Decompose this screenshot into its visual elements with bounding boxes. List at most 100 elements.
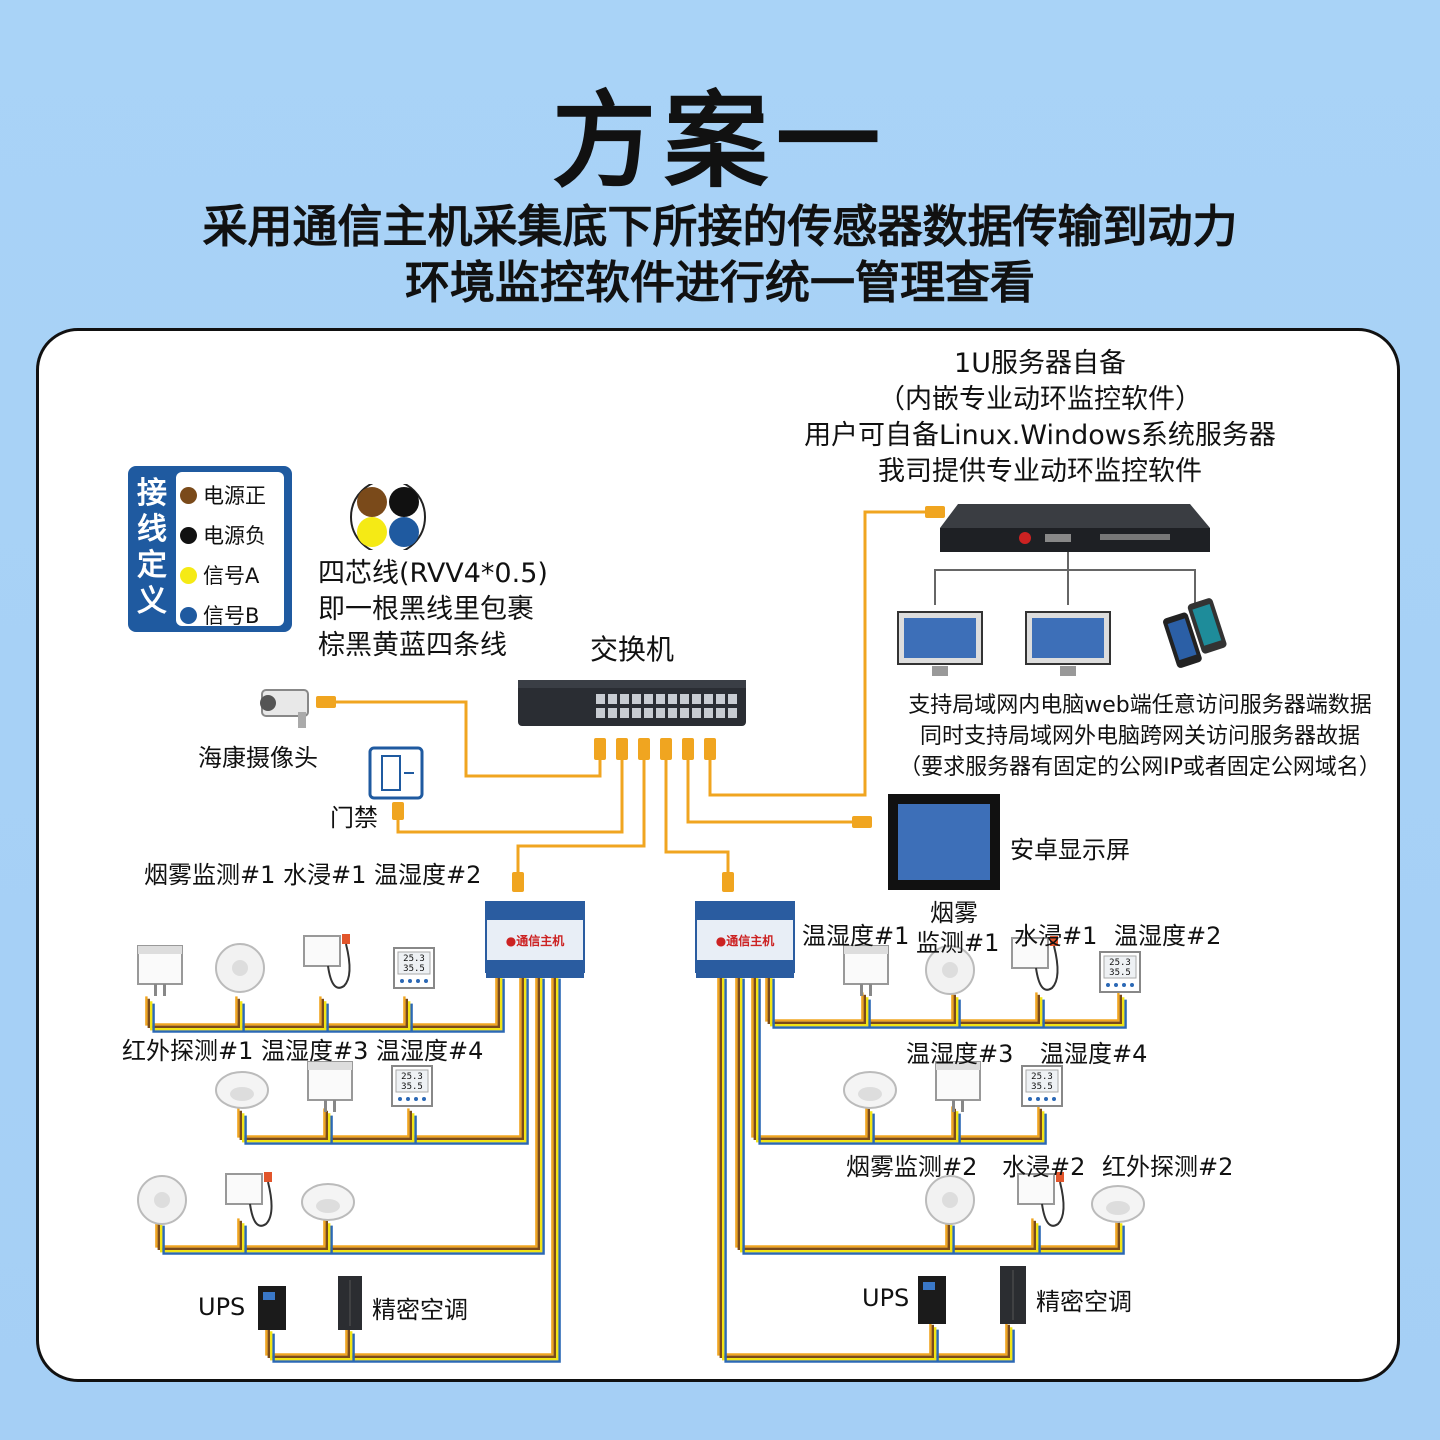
lcd-sensor-button xyxy=(1114,983,1118,987)
switch-port xyxy=(680,694,689,704)
legend-items: 电源正 电源负 信号A 信号B xyxy=(176,472,284,628)
switch-port xyxy=(680,708,689,718)
switch-port xyxy=(704,708,713,718)
right-bus-row2-strand xyxy=(756,976,1045,1143)
left-bus-row2-strand xyxy=(239,973,524,1141)
infrared-detector-lens xyxy=(1106,1201,1130,1215)
infrared-detector xyxy=(843,1071,897,1109)
network-switch xyxy=(518,680,746,726)
legend-item-signal-b: 信号B xyxy=(180,600,259,630)
four-core-buses xyxy=(145,971,1127,1363)
left-bus-row2-drop xyxy=(323,1108,333,1144)
right-bus-row2-strand xyxy=(751,971,1040,1138)
infrared-detector-lens xyxy=(230,1087,254,1101)
legend-item-power-negative: 电源负 xyxy=(180,520,266,550)
lcd-reading-temp: 25.3 xyxy=(1031,1072,1053,1082)
water-sensor-tag xyxy=(1050,936,1058,946)
water-sensor-body xyxy=(1011,937,1049,969)
four-core-cable-icon xyxy=(350,484,426,550)
left-bus-row1-drop xyxy=(403,996,413,1032)
switch-port xyxy=(728,694,737,704)
lcd-temp-humidity-sensor: 25.335.5 xyxy=(393,947,435,989)
lcd-sensor-button xyxy=(1052,1097,1056,1101)
lcd-sensor-screen xyxy=(395,1069,429,1093)
server-distribution-lines xyxy=(934,552,1196,605)
switch-label: 交换机 xyxy=(590,633,675,666)
lcd-reading-humidity: 35.5 xyxy=(401,1082,423,1092)
infrared-detector xyxy=(215,1071,269,1109)
switch-port xyxy=(668,694,677,704)
left-bus-row3-strand xyxy=(157,973,540,1251)
right-bus-row3-drop xyxy=(1031,1218,1041,1254)
switch-port xyxy=(644,694,653,704)
left-bus-row2-strand xyxy=(237,971,522,1138)
water-sensor-tag xyxy=(342,934,350,944)
lcd-sensor-button xyxy=(398,1097,402,1101)
water-leak-sensor xyxy=(1011,936,1059,991)
legend-item-signal-a: 信号A xyxy=(180,560,259,590)
switch-port xyxy=(632,694,641,704)
th-sensor-probe xyxy=(154,984,157,996)
right-water2-label: 水浸#2 xyxy=(1002,1153,1086,1181)
rj45-plugs xyxy=(316,506,945,892)
cable-switch-android xyxy=(686,760,860,824)
left-row2-sensors-label: 红外探测#1 温湿度#3 温湿度#4 xyxy=(122,1037,484,1065)
right-bus-row2-drop xyxy=(865,1106,875,1144)
lcd-sensor-button xyxy=(406,1097,410,1101)
svg-text:●通信主机: ●通信主机 xyxy=(506,933,564,948)
left-bus-row4-drop xyxy=(345,1326,355,1362)
right-bus-row4-strand xyxy=(722,976,1013,1361)
lcd-reading-humidity: 35.5 xyxy=(1109,968,1131,978)
temp-humidity-sensor xyxy=(843,945,889,996)
smoke-detector xyxy=(215,943,265,993)
camera-label: 海康摄像头 xyxy=(198,744,318,772)
water-sensor-cable xyxy=(1035,945,1059,991)
right-bus-row1-strand xyxy=(770,976,1125,1027)
right-bus-row1-drop xyxy=(951,992,961,1028)
right-bus-row4-strand xyxy=(717,971,1008,1356)
lcd-reading-temp: 25.3 xyxy=(1109,958,1131,968)
right-bus-row4-strand xyxy=(724,978,1015,1363)
th-sensor-probe xyxy=(163,984,166,996)
right-bus-row2-strand xyxy=(758,978,1047,1145)
switch-port xyxy=(716,694,725,704)
sensor-devices: 25.335.525.335.525.335.525.335.5 xyxy=(137,934,1145,1227)
right-smoke-label-b: 监测#1 xyxy=(916,929,1000,957)
water-sensor-body xyxy=(303,935,341,967)
temp-humidity-sensor xyxy=(137,945,183,996)
left-bus-row4-strand xyxy=(265,971,554,1356)
th-sensor-probe xyxy=(869,984,872,996)
right-smoke2-label: 烟雾监测#2 xyxy=(846,1153,978,1181)
water-leak-sensor xyxy=(225,1172,273,1227)
svg-text:●通信主机: ●通信主机 xyxy=(716,933,774,948)
lcd-sensor-button xyxy=(1122,983,1126,987)
cable-switch-server xyxy=(708,510,935,797)
water-sensor-cable xyxy=(1041,1181,1065,1227)
lcd-temp-humidity-sensor: 25.335.5 xyxy=(1021,1065,1063,1107)
right-bus-row1-strand xyxy=(765,971,1120,1022)
right-bus-row3 xyxy=(735,971,1125,1255)
left-bus-row2-strand xyxy=(244,978,529,1145)
temp-humidity-sensor xyxy=(935,1061,981,1112)
right-bus-row1 xyxy=(765,971,1127,1029)
right-bus-row3-strand xyxy=(735,971,1118,1248)
lcd-sensor-button xyxy=(1028,1097,1032,1101)
right-ir2-label: 红外探测#2 xyxy=(1102,1153,1234,1181)
right-bus-row2-strand xyxy=(753,973,1043,1141)
ac-left xyxy=(338,1276,362,1330)
page-title: 方案一 xyxy=(551,80,888,202)
right-smoke-label-a: 烟雾 xyxy=(930,899,978,927)
switch-port xyxy=(656,708,665,718)
legend-title: 接 线 定 义 xyxy=(137,476,167,619)
cable-switch-door xyxy=(396,760,624,834)
lcd-sensor-button xyxy=(414,1097,418,1101)
android-display xyxy=(888,794,1000,890)
lcd-sensor-button xyxy=(422,1097,426,1101)
switch-port xyxy=(716,708,725,718)
lcd-sensor-button xyxy=(1106,983,1110,987)
lcd-sensor-screen xyxy=(1103,955,1137,979)
temp-humidity-sensor xyxy=(307,1061,353,1112)
right-bus-row1-drop xyxy=(861,992,871,1028)
left-top-sensors-label: 烟雾监测#1 水浸#1 温湿度#2 xyxy=(144,861,482,889)
